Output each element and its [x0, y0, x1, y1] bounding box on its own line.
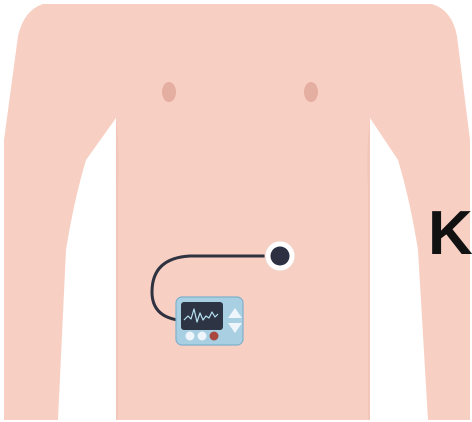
infusion-site-icon [264, 240, 296, 272]
left-nipple [162, 82, 176, 102]
pump-button-middle [197, 331, 207, 341]
panel-letter: K [428, 199, 472, 268]
torso-body [4, 4, 470, 420]
pump-down-arrow [228, 323, 242, 333]
pump-button-left [185, 331, 195, 341]
right-nipple [304, 82, 318, 102]
pump-screen-trace [183, 308, 219, 323]
chest-shadow-right [367, 118, 370, 420]
insulin-pump-icon [175, 296, 244, 346]
chest-shadow [116, 118, 119, 420]
pump-up-arrow [228, 308, 242, 318]
pump-tubing [150, 254, 280, 322]
pump-button-right [209, 331, 219, 341]
